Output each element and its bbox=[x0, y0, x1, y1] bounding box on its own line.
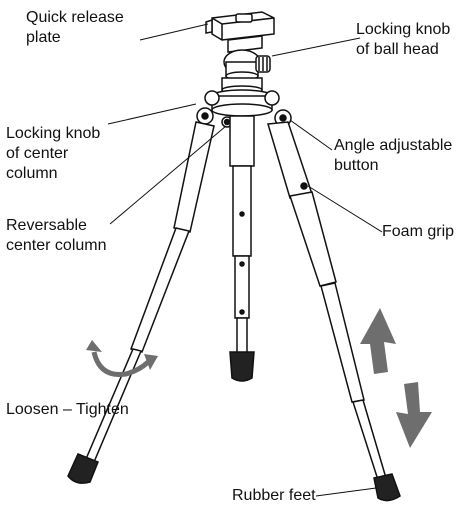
label-locking-knob-center-column: Locking knob of center column bbox=[6, 124, 100, 184]
label-angle-adjustable-button: Angle adjustable button bbox=[334, 136, 452, 176]
label-rubber-feet: Rubber feet bbox=[232, 486, 316, 506]
label-quick-release-plate: Quick release plate bbox=[26, 8, 124, 48]
label-locking-knob-ball-head: Locking knob of ball head bbox=[356, 20, 450, 60]
ball-head-locking-knob bbox=[256, 56, 270, 72]
label-loosen-tighten: Loosen – Tighten bbox=[6, 400, 129, 420]
label-foam-grip: Foam grip bbox=[382, 222, 454, 242]
label-reversable-center-column: Reversable center column bbox=[6, 216, 107, 256]
center-column bbox=[230, 116, 254, 381]
quick-release-plate bbox=[206, 12, 274, 40]
